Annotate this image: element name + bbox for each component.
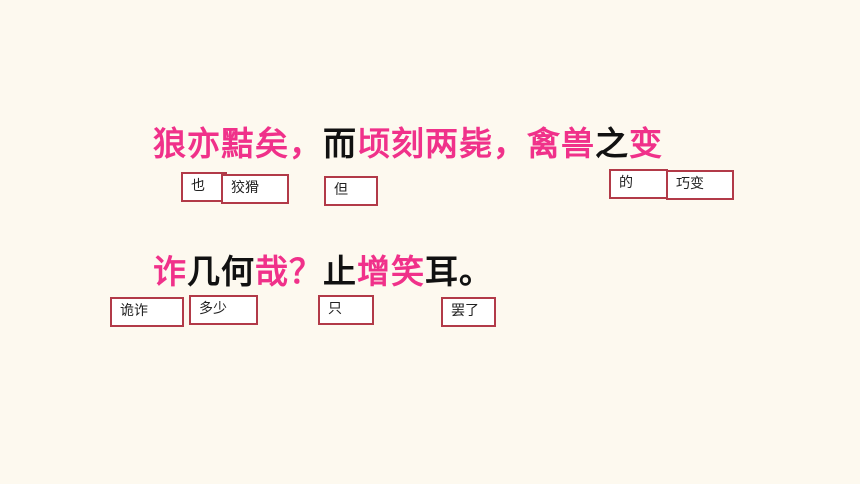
text-segment: 顷刻两毙， (357, 124, 527, 163)
text-segment: 增笑 (357, 252, 425, 291)
text-segment: 止 (323, 252, 357, 291)
text-segment: 耳。 (425, 252, 493, 291)
text-segment: 之 (595, 124, 629, 163)
gloss-box-ye: 也 (181, 172, 227, 202)
sentence-line-1: 狼亦黠矣，而顷刻两毙，禽兽之变 (153, 124, 663, 164)
text-segment: 几何 (187, 252, 255, 291)
sentence-line-2: 诈几何哉？止增笑耳。 (153, 252, 493, 292)
gloss-box-duoshao: 多少 (189, 295, 258, 325)
gloss-box-guizha: 诡诈 (110, 297, 184, 327)
gloss-box-bale: 罢了 (441, 297, 496, 327)
text-segment: 而 (323, 124, 357, 163)
gloss-box-de: 的 (609, 169, 668, 199)
gloss-box-dan: 但 (324, 176, 378, 206)
gloss-box-qiaobian: 巧变 (666, 170, 734, 200)
text-segment: 变 (629, 124, 663, 163)
gloss-box-xiahua: 狡猾 (221, 174, 289, 204)
text-segment: 狼亦黠矣， (153, 124, 323, 163)
text-segment: 哉？ (255, 252, 323, 291)
gloss-box-zhi: 只 (318, 295, 374, 325)
text-segment: 禽兽 (527, 124, 595, 163)
text-segment: 诈 (153, 252, 187, 291)
